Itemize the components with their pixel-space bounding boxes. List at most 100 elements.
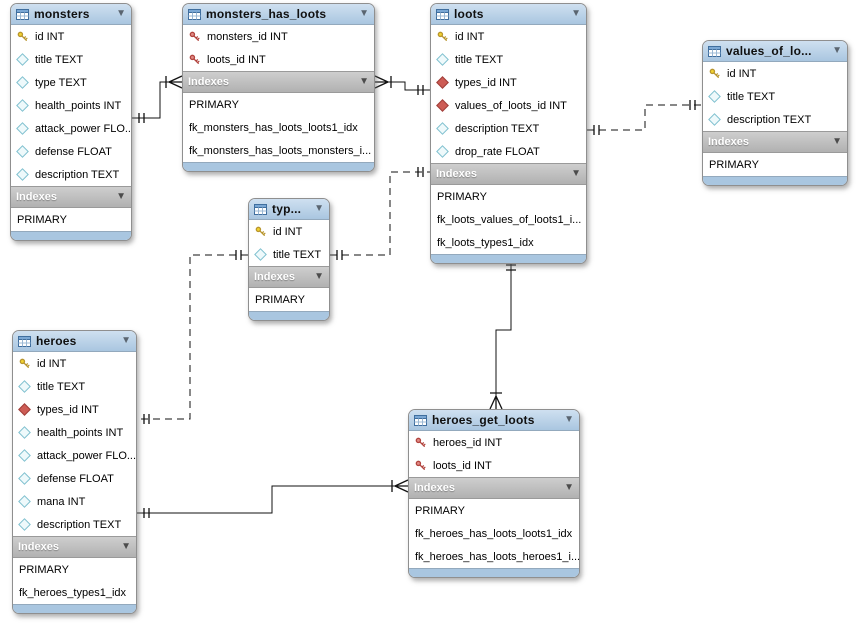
table-header[interactable]: heroes_get_loots ▼ (409, 410, 579, 431)
index-row[interactable]: fk_monsters_has_loots_loots1_idx (183, 116, 374, 139)
table-header[interactable]: values_of_lo...▼ (703, 41, 847, 62)
index-row[interactable]: fk_heroes_has_loots_heroes1_i... (409, 545, 579, 568)
column-row[interactable]: monsters_id INT (183, 25, 374, 48)
index-row[interactable]: PRIMARY (13, 558, 136, 581)
table-header[interactable]: loots▼ (431, 4, 586, 25)
column-row[interactable]: id INT (11, 25, 131, 48)
table-header[interactable]: monsters ▼ (11, 4, 131, 25)
column-row[interactable]: id INT (13, 352, 136, 375)
column-row[interactable]: health_points INT (11, 94, 131, 117)
cardinality-many-marker (165, 75, 183, 89)
indexes-header[interactable]: Indexes▼ (13, 536, 136, 558)
column-row[interactable]: type TEXT (11, 71, 131, 94)
table-monsters_has_loots[interactable]: monsters_has_loots▼monsters_id INT loots_… (182, 3, 375, 172)
column-row[interactable]: title TEXT (431, 48, 586, 71)
collapse-arrow-icon[interactable]: ▼ (564, 482, 574, 493)
column-row[interactable]: defense FLOAT (11, 140, 131, 163)
column-row[interactable]: id INT (703, 62, 847, 85)
index-row[interactable]: fk_heroes_types1_idx (13, 581, 136, 604)
index-row[interactable]: PRIMARY (409, 499, 579, 522)
table-title: heroes_get_loots (432, 413, 535, 427)
indexes-header[interactable]: Indexes▼ (249, 266, 329, 288)
column-row[interactable]: description TEXT (431, 117, 586, 140)
indexes-header[interactable]: Indexes▼ (409, 477, 579, 499)
table-header[interactable]: heroes▼ (13, 331, 136, 352)
column-row[interactable]: description TEXT (703, 108, 847, 131)
column-row[interactable]: heroes_id INT (409, 431, 579, 454)
collapse-arrow-icon[interactable]: ▼ (832, 45, 842, 56)
collapse-arrow-icon[interactable]: ▼ (571, 8, 581, 19)
column-row[interactable]: id INT (431, 25, 586, 48)
column-row[interactable]: health_points INT (13, 421, 136, 444)
collapse-arrow-icon[interactable]: ▼ (564, 414, 574, 425)
collapse-arrow-icon[interactable]: ▼ (314, 271, 324, 282)
indexes-header[interactable]: Indexes▼ (431, 163, 586, 185)
column-row[interactable]: attack_power FLO... (13, 444, 136, 467)
relationship-heroes-heroes_get_loots[interactable] (137, 485, 408, 514)
relationship-monsters-monsters_has_loots[interactable] (132, 81, 182, 119)
column-label: loots_id INT (207, 53, 266, 66)
column-row[interactable]: attack_power FLO... (11, 117, 131, 140)
index-row[interactable]: PRIMARY (11, 208, 131, 231)
index-row[interactable]: PRIMARY (183, 93, 374, 116)
column-row[interactable]: drop_rate FLOAT (431, 140, 586, 163)
relationship-loots-values_of_loots[interactable] (587, 104, 702, 131)
attribute-icon (436, 53, 449, 66)
index-row[interactable]: fk_heroes_has_loots_loots1_idx (409, 522, 579, 545)
column-row[interactable]: defense FLOAT (13, 467, 136, 490)
relationship-loots-heroes_get_loots[interactable] (495, 258, 512, 409)
column-label: health_points INT (37, 426, 124, 439)
column-row[interactable]: types_id INT (13, 398, 136, 421)
indexes-header[interactable]: Indexes ▼ (183, 71, 374, 93)
relationship-types-loots[interactable] (330, 171, 430, 256)
column-label: id INT (727, 67, 757, 80)
column-row[interactable]: title TEXT (13, 375, 136, 398)
table-header[interactable]: monsters_has_loots▼ (183, 4, 374, 25)
index-row[interactable]: PRIMARY (703, 153, 847, 176)
indexes-header-label: Indexes (188, 76, 229, 88)
column-row[interactable]: title TEXT (249, 243, 329, 266)
column-row[interactable]: values_of_loots_id INT (431, 94, 586, 117)
collapse-arrow-icon[interactable]: ▼ (116, 8, 126, 19)
index-row[interactable]: PRIMARY (249, 288, 329, 311)
index-row[interactable]: fk_monsters_has_loots_monsters_i... (183, 139, 374, 162)
collapse-arrow-icon[interactable]: ▼ (832, 136, 842, 147)
column-row[interactable]: loots_id INT (409, 454, 579, 477)
collapse-arrow-icon[interactable]: ▼ (359, 76, 369, 87)
table-title: monsters (34, 7, 90, 21)
cardinality-one-marker (417, 85, 424, 95)
relationship-types-heroes[interactable] (137, 254, 248, 420)
collapse-arrow-icon[interactable]: ▼ (359, 8, 369, 19)
table-icon (708, 45, 721, 57)
collapse-arrow-icon[interactable]: ▼ (314, 203, 324, 214)
column-row[interactable]: loots_id INT (183, 48, 374, 71)
table-footer (183, 162, 374, 171)
index-row[interactable]: fk_loots_types1_idx (431, 231, 586, 254)
column-row[interactable]: id INT (249, 220, 329, 243)
collapse-arrow-icon[interactable]: ▼ (116, 191, 126, 202)
column-row[interactable]: description TEXT (13, 513, 136, 536)
indexes-header[interactable]: Indexes▼ (11, 186, 131, 208)
collapse-arrow-icon[interactable]: ▼ (121, 335, 131, 346)
column-row[interactable]: title TEXT (11, 48, 131, 71)
relationship-monsters_has_loots-loots[interactable] (375, 81, 430, 91)
primary-key-icon (436, 31, 449, 42)
collapse-arrow-icon[interactable]: ▼ (571, 168, 581, 179)
column-row[interactable]: types_id INT (431, 71, 586, 94)
index-row[interactable]: PRIMARY (431, 185, 586, 208)
primary-foreign-key-icon (188, 31, 201, 42)
indexes-header[interactable]: Indexes▼ (703, 131, 847, 153)
table-header[interactable]: typ...▼ (249, 199, 329, 220)
collapse-arrow-icon[interactable]: ▼ (121, 541, 131, 552)
index-row[interactable]: fk_loots_values_of_loots1_i... (431, 208, 586, 231)
column-row[interactable]: mana INT (13, 490, 136, 513)
column-row[interactable]: title TEXT (703, 85, 847, 108)
column-row[interactable]: description TEXT (11, 163, 131, 186)
